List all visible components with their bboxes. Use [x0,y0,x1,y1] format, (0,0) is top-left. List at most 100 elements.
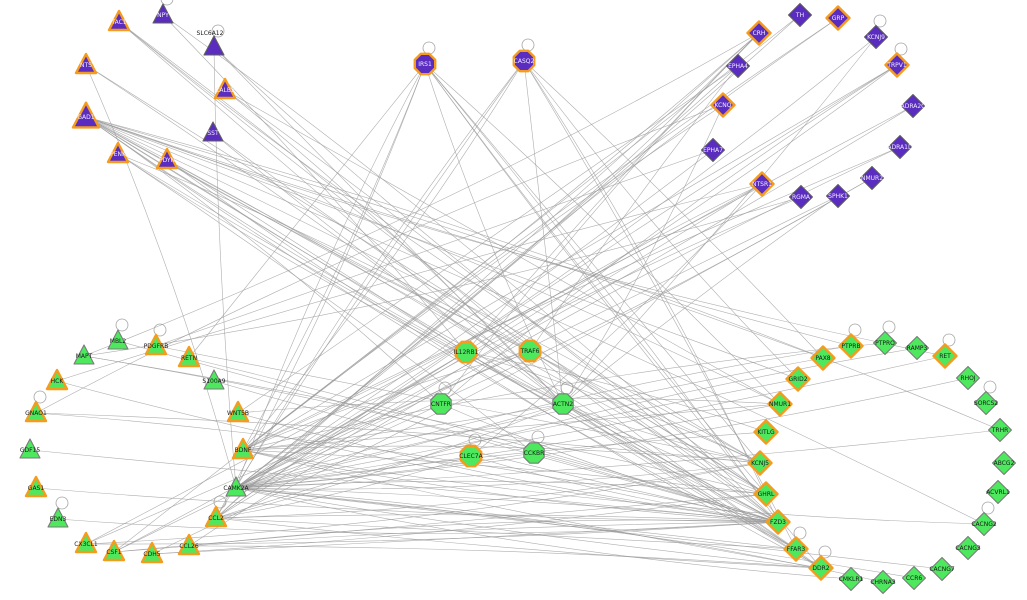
edge-casq2-grid2[interactable] [523,60,799,380]
edge-nmur2-cdh5[interactable] [151,177,873,555]
edge-bdnf-cacng2[interactable] [242,449,985,525]
node-pdyn[interactable] [155,147,179,170]
edge-irs1-bdnf[interactable] [242,63,426,451]
edge-ccl2-ramp3[interactable] [215,347,918,519]
edge-pdgfrb-kcnj5[interactable] [155,345,761,464]
node-bdnf[interactable] [231,437,255,460]
self-loop-ffar3[interactable] [793,526,807,540]
edge-s100a9-fzd3[interactable] [213,380,779,523]
edge-actn2-ccl2[interactable] [215,403,564,519]
edge-cdh5-ghrl[interactable] [151,493,767,555]
edge-epha4-traf6[interactable] [529,65,739,352]
node-mapt[interactable] [73,344,95,365]
node-nts[interactable] [74,52,98,75]
edge-npy-il12rb1[interactable] [162,14,467,353]
edge-bdnf-ghrl[interactable] [242,449,767,495]
node-sst[interactable] [202,121,224,142]
node-cdh5[interactable] [140,541,164,564]
node-gdf15[interactable] [19,438,41,459]
edge-cx3cl1-kcnj5[interactable] [85,462,761,545]
edge-gad1-fzd3[interactable] [85,116,779,523]
node-ptprb[interactable] [838,333,864,359]
edge-tac1-traf6[interactable] [118,21,531,352]
edge-grp-bdnf[interactable] [242,17,839,451]
node-s100a9[interactable] [203,369,225,390]
edge-penk-cckbr[interactable] [117,153,535,454]
edge-actn2-kcnj5[interactable] [562,403,761,464]
node-ccl26[interactable] [177,533,201,556]
edge-ccl2-kcnj5[interactable] [215,462,761,519]
edge-ntsr1-il12rb1[interactable] [465,183,763,353]
self-loop-trpv1[interactable] [894,42,908,56]
edge-sphk1-actn2[interactable] [562,195,839,405]
node-trhr[interactable] [987,417,1013,443]
edge-slc6a12-camk2a[interactable] [213,46,237,489]
self-loop-ptprb[interactable] [848,323,862,337]
edge-camk2a-grid2[interactable] [235,378,799,489]
edge-cdh5-fzd3[interactable] [151,521,779,555]
self-loop-mbl2[interactable] [115,318,129,332]
node-il12rb1[interactable] [454,340,478,364]
edge-trpv1-cntfr[interactable] [440,64,898,405]
self-loop-cckbr[interactable] [531,430,545,444]
edge-ntsr1-clec7a[interactable] [470,183,763,457]
node-pdgfrb[interactable] [144,333,168,356]
node-epha7[interactable] [700,137,726,163]
node-nmur2[interactable] [859,165,885,191]
edge-epha7-pdgfrb[interactable] [155,149,714,347]
edge-actn2-ghrl[interactable] [562,403,767,495]
node-ghrl[interactable] [753,481,779,507]
node-kcnq[interactable] [710,92,736,118]
node-retn[interactable] [177,345,201,368]
edge-calb2-actn2[interactable] [224,89,564,405]
node-edn3[interactable] [47,507,69,528]
edge-epha4-camk2a[interactable] [235,65,739,489]
self-loop-gnao1[interactable] [33,390,47,404]
self-loop-edn3[interactable] [55,496,69,510]
edge-gad1-il12rb1[interactable] [85,116,467,353]
node-nmur1[interactable] [767,391,793,417]
node-cacng2[interactable] [971,511,997,537]
edge-trpv1-ccl2[interactable] [215,64,898,519]
node-irs1[interactable] [413,52,437,76]
edge-kcnj9-camk2a[interactable] [235,36,877,489]
node-sphk1[interactable] [825,183,851,209]
self-loop-pdgfrb[interactable] [153,323,167,337]
edge-gas1-fzd3[interactable] [35,487,779,523]
node-ramp3[interactable] [904,335,930,361]
edge-wnt5b-nmur1[interactable] [237,397,781,414]
edge-mbl2-fzd3[interactable] [117,340,779,523]
edge-il12rb1-fzd3[interactable] [465,351,779,523]
edge-clec7a-fzd3[interactable] [470,455,779,523]
node-gas1[interactable] [24,475,48,498]
edge-wnt5b-fzd3[interactable] [237,412,779,523]
node-kcnj5[interactable] [747,450,773,476]
edge-pdyn-ddr2[interactable] [166,159,822,569]
edge-nts-ghrl[interactable] [85,64,767,495]
node-epha4[interactable] [725,53,751,79]
edge-gad1-ffar3[interactable] [85,116,797,550]
self-loop-ccl2[interactable] [213,495,227,509]
edge-camk2a-trhr[interactable] [235,429,1001,489]
edge-traf6-fzd3[interactable] [529,350,779,523]
edge-irs1-nmur1[interactable] [424,63,781,405]
self-loop-sorcs2[interactable] [983,380,997,394]
edge-calb2-nmur1[interactable] [224,89,781,405]
edge-actn2-ffar3[interactable] [562,403,797,550]
node-cmklr1[interactable] [838,566,864,592]
edge-camk2a-cmklr1[interactable] [235,487,852,580]
node-cntfr[interactable] [430,393,452,415]
node-trpv1[interactable] [884,52,910,78]
edge-pdyn-kcnj5[interactable] [166,159,761,464]
edge-bdnf-kcnj5[interactable] [242,445,761,464]
node-crh[interactable] [746,20,772,46]
edge-traf6-ffar3[interactable] [529,350,797,550]
node-csf1[interactable] [102,539,126,562]
edge-casq2-bdnf[interactable] [242,60,525,451]
edge-pdyn-il12rb1[interactable] [166,159,467,353]
node-ntsr1[interactable] [749,171,775,197]
edge-camk2a-ddr2[interactable] [235,487,822,569]
edge-ntsr1-bdnf[interactable] [242,183,763,451]
node-kcnj9[interactable] [863,24,889,50]
edge-kcnq-gnao1[interactable] [35,104,724,414]
